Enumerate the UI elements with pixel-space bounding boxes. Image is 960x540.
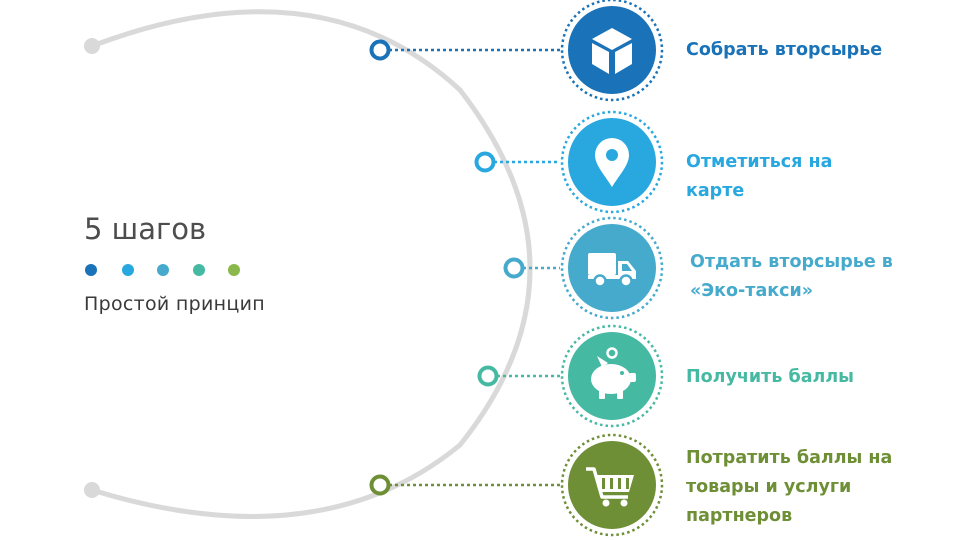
step-ring-4: [560, 324, 664, 428]
step-ring-2: [560, 110, 664, 214]
shopping-cart-icon: [586, 467, 634, 507]
step-label-line: Собрать вторсырье: [686, 40, 883, 60]
step-label-5: Потратить баллы на товары и услуги партн…: [686, 444, 892, 531]
step-label-1: Собрать вторсырье: [686, 36, 882, 65]
color-dots: [85, 264, 245, 278]
step-label-line: Получить баллы: [686, 367, 854, 387]
box-icon: [592, 28, 632, 74]
arc-end-top: [84, 38, 100, 54]
step-ring-1: [560, 0, 664, 102]
step-node-4: [477, 365, 499, 387]
piggy-bank-icon: [591, 347, 636, 399]
step-label-4: Получить баллы: [686, 363, 854, 392]
step-label-line: Потратить баллы на: [686, 448, 893, 468]
step-ring-3: [560, 216, 664, 320]
color-dot: [85, 264, 97, 276]
step-label-line: карте: [686, 181, 745, 201]
page-subtitle: Простой принцип: [84, 293, 265, 315]
color-dot: [122, 264, 134, 276]
color-dot: [157, 264, 169, 276]
step-label-line: партнеров: [686, 506, 793, 526]
page-title: 5 шагов: [84, 212, 207, 246]
step-label-line: Отдать вторсырье в: [690, 252, 893, 272]
color-dot: [193, 264, 205, 276]
step-label-3: Отдать вторсырье в «Эко-такси»: [690, 248, 893, 306]
step-node-1: [369, 39, 391, 61]
truck-icon: [588, 253, 636, 288]
map-pin-icon: [595, 138, 629, 187]
step-label-2: Отметиться на карте: [686, 148, 832, 206]
step-node-2: [474, 151, 496, 173]
step-node-3: [503, 257, 525, 279]
color-dot: [228, 264, 240, 276]
arc-end-bottom: [84, 482, 100, 498]
step-label-line: товары и услуги: [686, 477, 852, 497]
step-label-line: «Эко-такси»: [690, 281, 814, 301]
step-node-5: [369, 474, 391, 496]
step-label-line: Отметиться на: [686, 152, 833, 172]
step-ring-5: [560, 433, 664, 537]
